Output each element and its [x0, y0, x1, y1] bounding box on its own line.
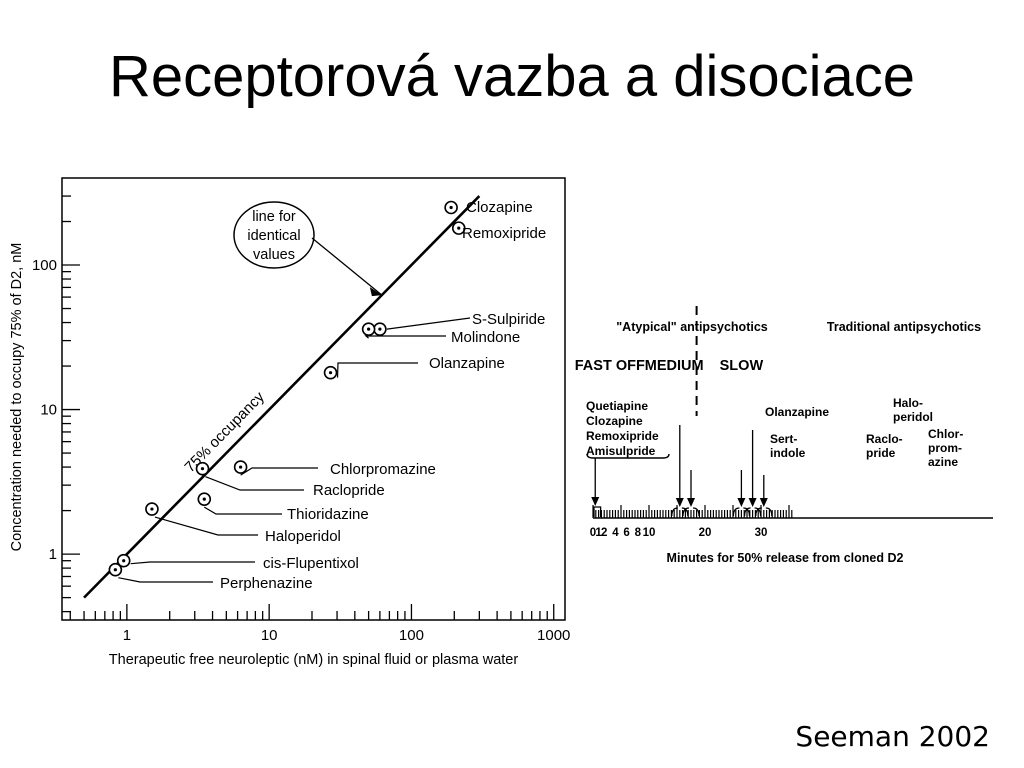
category-slow: SLOW — [720, 358, 764, 374]
data-point-center — [113, 568, 117, 572]
callout-text: identical — [247, 228, 300, 244]
callout-ellipse — [233, 201, 315, 269]
timeline-tick-label: 4 — [612, 527, 619, 539]
plot-frame — [61, 177, 566, 621]
identity-line-label: 75% occupancy — [181, 388, 268, 476]
drug-label-chlor-prom-azine: Chlor- — [928, 427, 963, 441]
y-tick-label: 100 — [32, 257, 57, 274]
drug-arrowhead — [748, 498, 757, 507]
drug-bracket — [743, 507, 762, 517]
leader-line — [203, 506, 282, 515]
citation: Seeman 2002 — [795, 720, 990, 753]
drug-label-sert-indole: indole — [770, 446, 806, 460]
timeline-tick-label: 2 — [601, 527, 607, 539]
group-traditional-label: Traditional antipsychotics — [827, 320, 981, 334]
data-point-center — [328, 371, 333, 375]
timeline-tick-label: 10 — [643, 527, 656, 539]
slide-title: Receptorová vazba a disociace — [108, 44, 916, 109]
drug-label-chlor-prom-azine: prom- — [928, 441, 962, 455]
drug-label-halo-peridol: peridol — [893, 410, 933, 424]
point-label-haloperidol: Haloperidol — [265, 528, 341, 545]
y-axis-label: Concentration needed to occupy 75% of D2… — [9, 243, 25, 552]
fast-drug-clozapine: Clozapine — [586, 414, 643, 428]
point-label-remoxipride: Remoxipride — [462, 225, 546, 242]
category-medium: MEDIUM — [645, 358, 704, 374]
category-fast-off: FAST OFF — [575, 358, 645, 374]
fast-group-arrowhead — [591, 497, 600, 506]
data-point-center — [367, 327, 371, 331]
data-point-center — [122, 559, 126, 563]
leader-line — [205, 476, 304, 491]
timeline-tick-label: 20 — [699, 527, 712, 539]
point-label-thioridazine: Thioridazine — [287, 506, 369, 523]
x-tick-label: 10 — [261, 627, 278, 644]
x-tick-label: 1 — [123, 627, 131, 644]
point-label-chlorpromazine: Chlorpromazine — [330, 461, 436, 478]
callout-arrowhead — [369, 287, 382, 297]
callout-arrow — [311, 237, 383, 296]
fast-drug-remoxipride: Remoxipride — [586, 429, 659, 443]
drug-label-chlor-prom-azine: azine — [928, 455, 958, 469]
leader-line — [336, 362, 418, 378]
drug-bracket — [755, 507, 773, 517]
point-label-raclopride: Raclopride — [313, 482, 385, 499]
fast-drug-amisulpride: Amisulpride — [586, 444, 656, 458]
identity-line — [83, 195, 481, 599]
drug-bracket — [732, 507, 751, 517]
timeline-tick-label: 1 — [595, 527, 602, 539]
x-axis-label: Therapeutic free neuroleptic (nM) in spi… — [109, 652, 519, 668]
drug-label-raclo-pride: Raclo- — [866, 432, 903, 446]
point-label-s-sulpiride: S-Sulpiride — [472, 311, 545, 328]
drug-label-olanzapine: Olanzapine — [765, 405, 829, 419]
callout-text: line for — [252, 209, 296, 225]
drug-label-halo-peridol: Halo- — [893, 396, 923, 410]
data-point-center — [378, 327, 382, 331]
x-tick-label: 1000 — [537, 627, 570, 644]
y-tick-label: 10 — [40, 402, 57, 419]
drug-label-raclo-pride: pride — [866, 446, 896, 460]
leader-line — [154, 516, 258, 536]
leader-line — [130, 561, 255, 565]
drug-arrowhead — [737, 498, 746, 507]
point-label-cis-flupentixol: cis-Flupentixol — [263, 555, 359, 572]
timeline-tick-label: 0 — [590, 527, 596, 539]
data-point-center — [202, 497, 206, 501]
drug-label-sert-indole: Sert- — [770, 432, 797, 446]
point-label-olanzapine: Olanzapine — [429, 355, 505, 372]
fast-group-brace — [586, 453, 670, 459]
data-point-center — [457, 226, 461, 230]
group-atypical-label: "Atypical" antipsychotics — [616, 320, 768, 334]
drug-arrowhead — [675, 498, 684, 507]
timeline-axis-label: Minutes for 50% release from cloned D2 — [667, 551, 904, 565]
timeline-tick-label: 6 — [623, 527, 629, 539]
timeline-tick-label: 8 — [635, 527, 642, 539]
fast-group-bracket — [593, 506, 602, 517]
drug-bracket — [671, 507, 689, 517]
leader-line — [118, 577, 213, 583]
data-point-center — [449, 205, 453, 210]
fast-drug-quetiapine: Quetiapine — [586, 399, 648, 413]
point-label-clozapine: Clozapine — [466, 199, 533, 216]
data-point-center — [239, 465, 243, 469]
timeline-tick-label: 30 — [755, 527, 768, 539]
data-point-center — [150, 507, 154, 511]
point-label-perphenazine: Perphenazine — [220, 575, 313, 592]
x-tick-label: 100 — [399, 627, 424, 644]
leader-line — [240, 467, 318, 476]
point-label-molindone: Molindone — [451, 329, 520, 346]
drug-bracket — [682, 507, 700, 517]
drug-arrowhead — [759, 498, 768, 507]
callout-text: values — [253, 247, 295, 263]
leader-line — [364, 335, 446, 339]
y-tick-label: 1 — [49, 546, 57, 563]
leader-line — [386, 317, 471, 330]
data-point-center — [200, 467, 205, 471]
drug-arrowhead — [687, 498, 695, 507]
